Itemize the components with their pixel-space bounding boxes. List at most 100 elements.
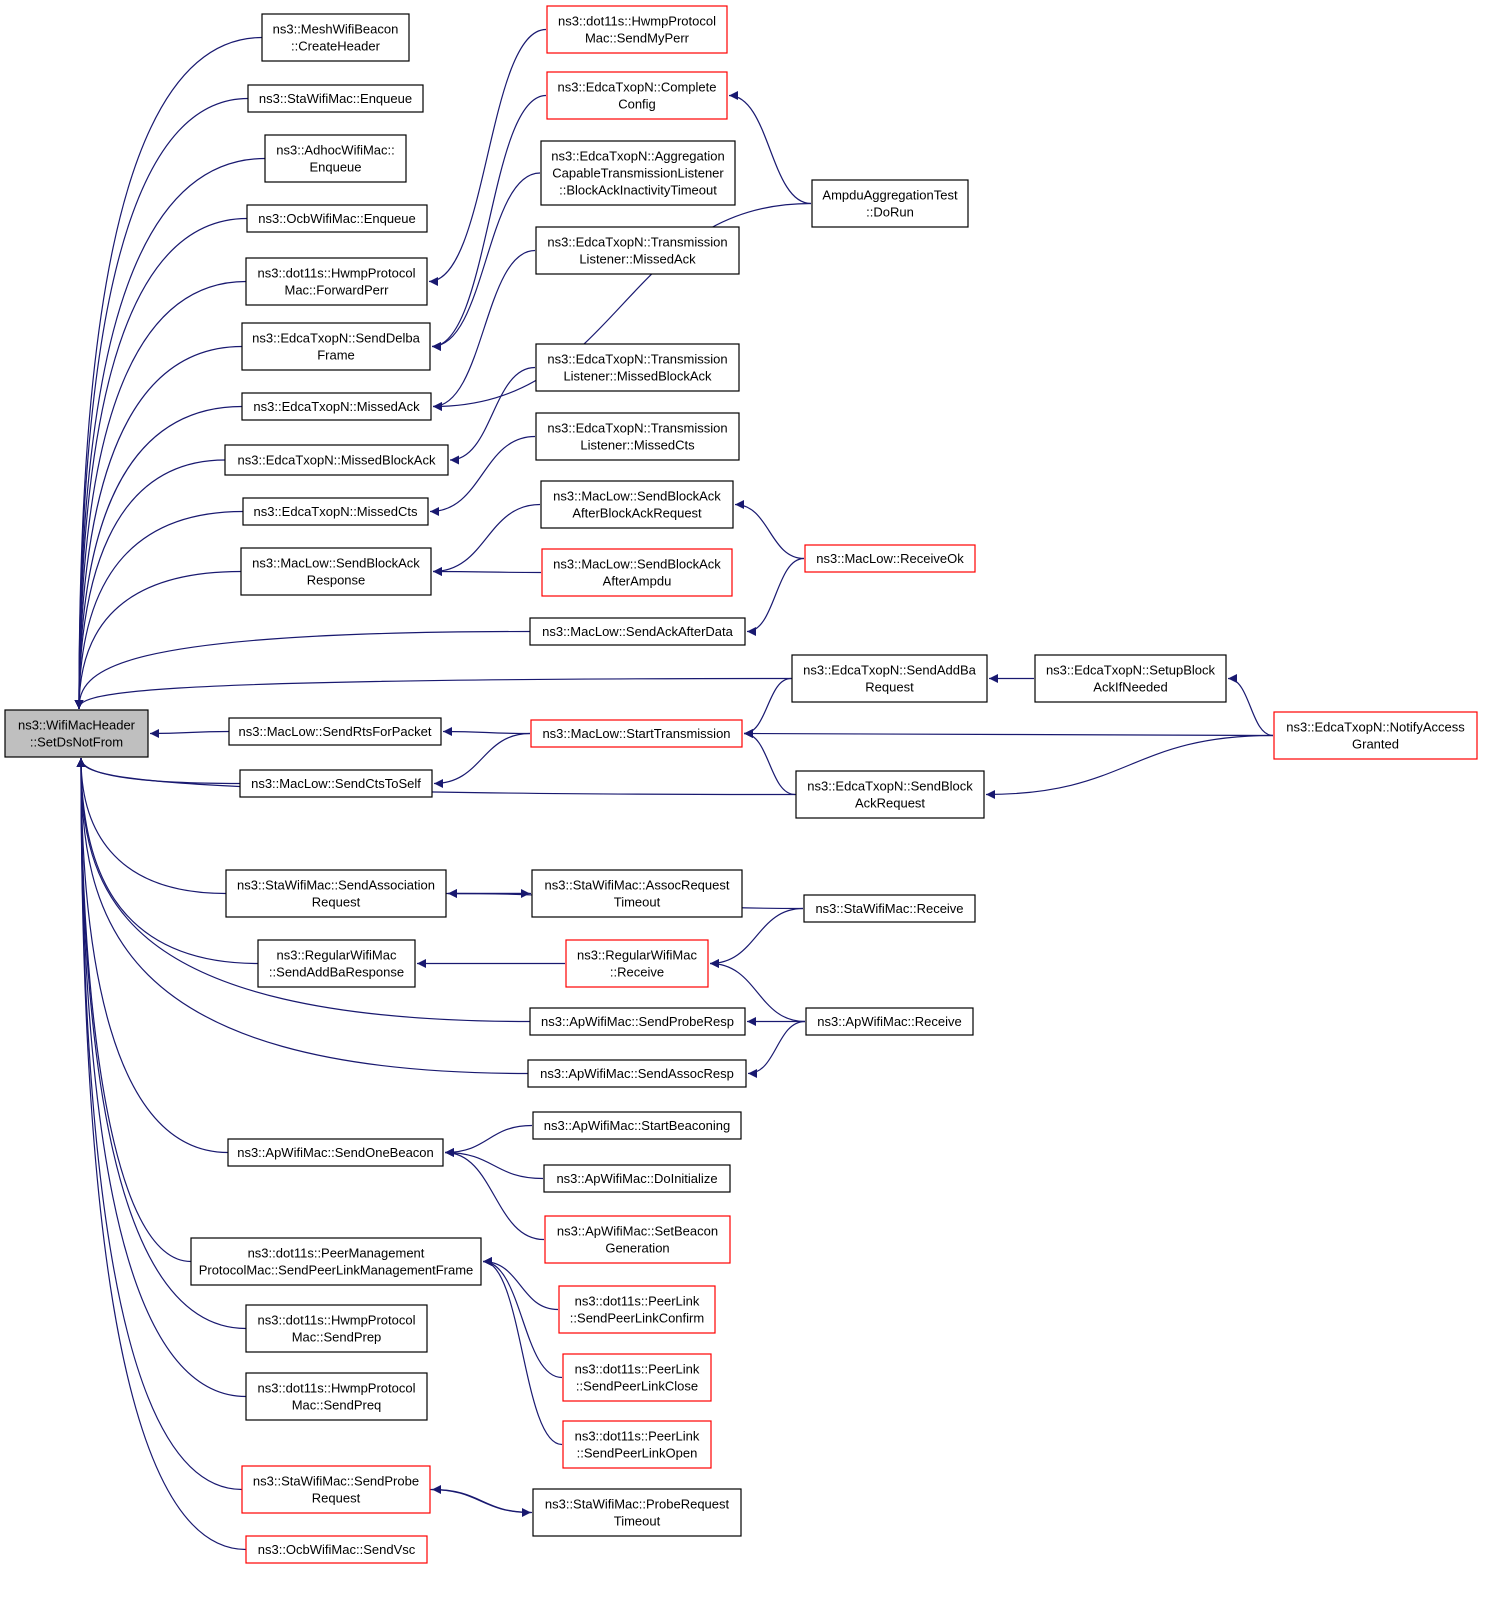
edge-n1-to-root xyxy=(74,36,263,710)
edge-arrow xyxy=(76,757,259,965)
function-node[interactable]: ns3::RegularWifiMac::SendAddBaResponse xyxy=(257,939,416,988)
function-node[interactable]: ns3::dot11s::HwmpProtocolMac::ForwardPer… xyxy=(245,257,428,306)
node-label: Listener::MissedAck xyxy=(579,252,696,267)
node-label: ns3::EdcaTxopN::Aggregation xyxy=(551,149,724,164)
edge-n20-to-root xyxy=(76,757,247,1551)
function-node[interactable]: ns3::dot11s::PeerManagementProtocolMac::… xyxy=(190,1237,482,1286)
edge-arrow xyxy=(431,172,541,351)
edge-arrow xyxy=(444,1148,544,1180)
function-node[interactable]: ns3::ApWifiMac::Receive xyxy=(805,1007,974,1036)
function-node[interactable]: ns3::EdcaTxopN::TransmissionListener::Mi… xyxy=(535,343,740,392)
edge-s2-to-m10 xyxy=(743,729,1274,739)
edge-m10-to-n11 xyxy=(442,727,531,737)
node-label: CapableTransmissionListener xyxy=(552,166,724,181)
node-box xyxy=(535,343,740,392)
node-label: Request xyxy=(312,895,361,910)
function-node[interactable]: ns3::MacLow::SendBlockAckAfterBlockAckRe… xyxy=(540,480,734,529)
node-box xyxy=(261,13,410,62)
function-node[interactable]: ns3::ApWifiMac::SendProbeResp xyxy=(529,1007,746,1036)
function-node[interactable]: ns3::EdcaTxopN::TransmissionListener::Mi… xyxy=(535,412,740,461)
node-label: ns3::ApWifiMac::SetBeacon xyxy=(557,1224,718,1239)
function-node[interactable]: ns3::EdcaTxopN::MissedBlockAck xyxy=(224,444,449,476)
node-label: Granted xyxy=(1352,737,1399,752)
node-box xyxy=(535,412,740,461)
node-label: ::CreateHeader xyxy=(291,39,381,54)
edge-arrow xyxy=(76,757,797,796)
edge-arrow xyxy=(432,202,812,411)
node-label: ns3::dot11s::HwmpProtocol xyxy=(558,14,716,29)
function-node[interactable]: ns3::MeshWifiBeacon::CreateHeader xyxy=(261,13,410,62)
node-label: ns3::ApWifiMac::SendOneBeacon xyxy=(237,1145,434,1160)
function-node[interactable]: ns3::dot11s::PeerLink::SendPeerLinkConfi… xyxy=(558,1285,716,1334)
edge-arrow xyxy=(74,510,244,710)
edge-arrow xyxy=(76,757,229,1154)
function-node[interactable]: ns3::MacLow::SendAckAfterData xyxy=(529,617,746,646)
edge-arrow xyxy=(442,727,531,737)
function-node[interactable]: ns3::ApWifiMac::SendOneBeacon xyxy=(227,1138,444,1167)
function-node[interactable]: ns3::MacLow::SendCtsToSelf xyxy=(239,769,433,798)
node-label: ns3::StaWifiMac::Receive xyxy=(815,901,963,916)
root-node[interactable]: ns3::WifiMacHeader::SetDsNotFrom xyxy=(4,709,149,758)
function-node[interactable]: ns3::OcbWifiMac::SendVsc xyxy=(245,1535,428,1564)
edge-arrow xyxy=(747,1020,806,1078)
edge-r5-to-m12 xyxy=(709,907,804,968)
function-node[interactable]: ns3::MacLow::ReceiveOk xyxy=(804,544,976,573)
function-node[interactable]: ns3::EdcaTxopN::AggregationCapableTransm… xyxy=(540,140,736,206)
function-node[interactable]: ns3::MacLow::StartTransmission xyxy=(530,719,743,748)
function-node[interactable]: ns3::dot11s::PeerLink::SendPeerLinkOpen xyxy=(562,1420,712,1469)
edge-arrow xyxy=(74,157,266,710)
node-label: ::SendPeerLinkConfirm xyxy=(570,1311,704,1326)
function-node[interactable]: ns3::EdcaTxopN::MissedAck xyxy=(241,392,432,421)
function-node[interactable]: ns3::EdcaTxopN::MissedCts xyxy=(242,497,429,526)
edge-n10-to-root xyxy=(74,570,242,710)
function-node[interactable]: ns3::StaWifiMac::Enqueue xyxy=(247,84,424,113)
function-node[interactable]: AmpduAggregationTest::DoRun xyxy=(811,179,969,228)
function-node[interactable]: ns3::OcbWifiMac::Enqueue xyxy=(246,204,428,233)
function-node[interactable]: ns3::ApWifiMac::SendAssocResp xyxy=(527,1059,747,1088)
node-label: AckRequest xyxy=(855,796,925,811)
node-label: ns3::dot11s::HwmpProtocol xyxy=(258,1381,416,1396)
node-label: ns3::MacLow::ReceiveOk xyxy=(816,551,964,566)
edge-arrow xyxy=(728,91,812,205)
function-node[interactable]: ns3::MacLow::SendRtsForPacket xyxy=(228,717,442,746)
edge-m20-to-n16 xyxy=(482,1257,563,1446)
function-node[interactable]: ns3::dot11s::PeerLink::SendPeerLinkClose xyxy=(562,1353,712,1402)
edge-arrow xyxy=(76,757,241,785)
node-label: ns3::EdcaTxopN::MissedCts xyxy=(253,504,418,519)
edge-arrow xyxy=(74,36,263,710)
node-box xyxy=(546,5,728,54)
edge-m14-to-root xyxy=(76,757,529,1075)
edge-arrow xyxy=(76,757,529,1075)
node-label: ns3::dot11s::PeerManagement xyxy=(248,1246,425,1261)
function-node[interactable]: ns3::RegularWifiMac::Receive xyxy=(565,939,709,988)
node-label: AckIfNeeded xyxy=(1093,680,1167,695)
edge-n19-to-root xyxy=(76,757,243,1491)
function-node[interactable]: ns3::StaWifiMac::Receive xyxy=(803,894,976,923)
node-box xyxy=(228,717,442,746)
node-box xyxy=(241,392,432,421)
function-node[interactable]: ns3::ApWifiMac::DoInitialize xyxy=(543,1164,731,1193)
function-node[interactable]: ns3::ApWifiMac::StartBeaconing xyxy=(532,1111,742,1140)
function-node[interactable]: ns3::AdhocWifiMac::Enqueue xyxy=(264,134,407,183)
edge-n19-to-m21 xyxy=(429,1488,532,1517)
node-label: Timeout xyxy=(614,895,661,910)
node-label: ProtocolMac::SendPeerLinkManagementFrame xyxy=(199,1263,474,1278)
function-node[interactable]: ns3::EdcaTxopN::TransmissionListener::Mi… xyxy=(535,226,740,275)
